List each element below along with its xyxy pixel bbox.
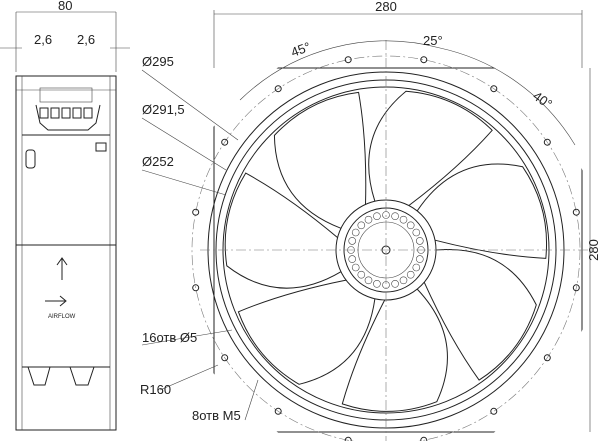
mounting-holes — [192, 56, 580, 441]
arrow-up-icon — [56, 257, 68, 280]
hub-vent-hole — [399, 276, 408, 285]
dim-angle-40: 40° — [530, 88, 555, 112]
mounting-hole — [490, 85, 498, 93]
hub-vent-hole — [406, 270, 415, 279]
fan-blade — [368, 90, 493, 207]
mounting-hole — [490, 407, 498, 415]
fan-blade — [273, 91, 367, 229]
mounting-hole — [420, 56, 428, 64]
mounting-hole — [344, 436, 352, 441]
cable-gland — [25, 149, 36, 169]
airflow-label: AIRFLOW — [48, 314, 76, 320]
hub-vent-hole — [399, 215, 408, 224]
hub-vent-hole — [373, 279, 381, 288]
front-view — [141, 10, 595, 441]
dim-front-height: 280 — [586, 239, 600, 261]
side-view: AIRFLOW — [0, 11, 130, 431]
airflow-arrow-icon — [45, 295, 67, 307]
terminal-block — [39, 87, 93, 119]
hub-vent-hole — [348, 255, 357, 263]
dim-front-width: 280 — [375, 0, 397, 14]
hub-vent-hole — [415, 255, 424, 263]
hub-vent-hole — [406, 221, 415, 230]
dim-dia-295: Ø295 — [142, 54, 174, 69]
dim-angle-25: 25° — [423, 33, 443, 48]
mounting-hole — [274, 407, 282, 415]
fan-blade — [416, 163, 547, 259]
mounting-hole — [274, 85, 282, 93]
hub-vent-hole — [415, 237, 424, 245]
hub-vent-hole — [391, 279, 399, 288]
hub-vent-hole — [351, 228, 360, 237]
mounting-hole — [344, 56, 352, 64]
hub-vent-hole — [357, 221, 366, 230]
impeller-blades — [224, 90, 547, 412]
mounting-hole — [221, 354, 229, 362]
mounting-hole — [572, 284, 580, 292]
mounting-hole — [543, 354, 551, 362]
hub-vent-hole — [348, 237, 357, 245]
mounting-hole — [192, 208, 200, 216]
fan-blade — [423, 248, 537, 381]
mounting-hole — [221, 138, 229, 146]
dim-holes-8: 8отв М5 — [192, 408, 241, 423]
fan-blade — [237, 279, 376, 385]
hub-vent-hole — [412, 263, 421, 272]
dim-angle-45: 45° — [289, 39, 313, 60]
mounting-hole — [420, 436, 428, 441]
hub-vent-hole — [351, 263, 360, 272]
hub-vent-hole — [412, 228, 421, 237]
dim-right-wall: 2,6 — [77, 32, 95, 47]
dim-radius: R160 — [140, 382, 171, 397]
hub-vent-hole — [357, 270, 366, 279]
dim-side-width: 80 — [58, 0, 72, 13]
dim-dia-252: Ø252 — [142, 154, 174, 169]
mounting-hole — [572, 208, 580, 216]
mounting-hole — [543, 138, 551, 146]
hub-vent-hole — [391, 212, 399, 220]
dim-left-wall: 2,6 — [34, 32, 52, 47]
hub-vent-hole — [364, 276, 373, 285]
fan-blade — [224, 172, 342, 289]
hub-vent-hole — [373, 212, 381, 220]
dim-dia-291-5: Ø291,5 — [142, 102, 185, 117]
hub-vent-hole — [364, 215, 373, 224]
dim-holes-16: 16отв Ø5 — [142, 330, 197, 345]
fan-blade — [341, 288, 448, 412]
mounting-hole — [192, 284, 200, 292]
